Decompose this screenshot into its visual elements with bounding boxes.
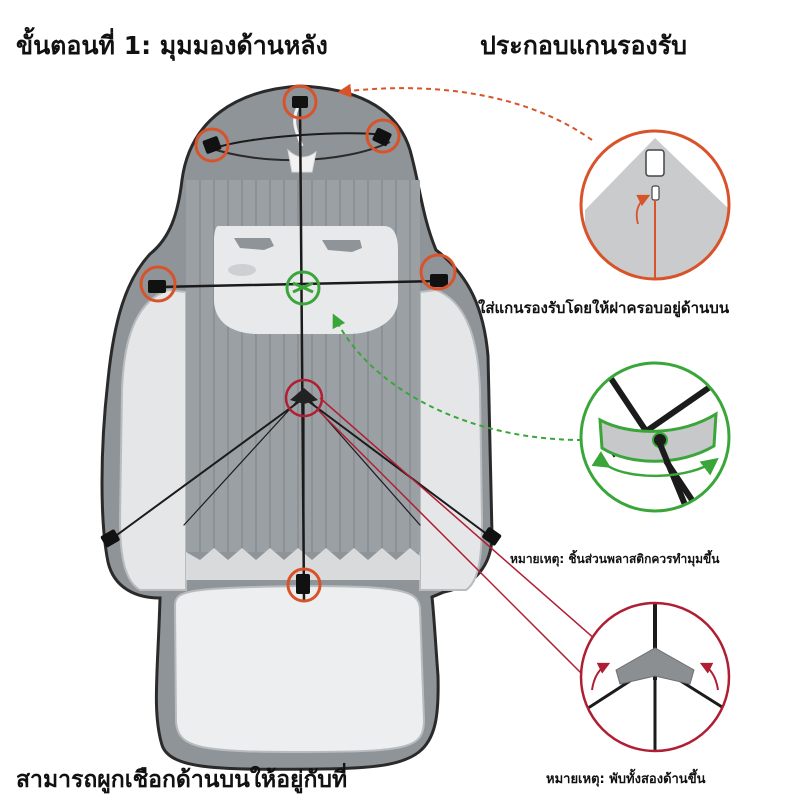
kite-left-side-panel: [120, 290, 186, 590]
detail-top-cap: [580, 124, 730, 280]
kite-lower-panel: [175, 586, 424, 752]
connector-cap-icon: [292, 96, 308, 108]
bottom-detail-caption: หมายเหตุ: พับทั้งสองด้านขึ้น: [546, 768, 705, 789]
connector-cap-icon: [296, 574, 310, 594]
kite-face-left-cheek: [228, 264, 256, 276]
middle-detail-caption: หมายเหตุ: ชิ้นส่วนพลาสติกควรทำมุมขึ้น: [510, 550, 719, 569]
connector-cap-icon: [148, 280, 166, 293]
bottom-left-caption: สามารถผูกเชือกด้านบนให้อยู่กับที่: [16, 762, 347, 798]
top-detail-caption: ใส่แกนรองรับโดยให้ฝาครอบอยู่ด้านบน: [478, 296, 729, 320]
step-heading: ขั้นตอนที่ 1: มุมมองด้านหลัง: [16, 26, 328, 66]
kite-right-side-panel: [420, 290, 482, 590]
kite-body: [102, 86, 492, 769]
connector-cap-icon: [430, 274, 448, 287]
task-heading: ประกอบแกนรองรับ: [480, 26, 687, 66]
connector-cap-icon: [646, 150, 664, 176]
detail-center-connector: [580, 362, 730, 512]
detail-lower-joint: [580, 602, 730, 752]
